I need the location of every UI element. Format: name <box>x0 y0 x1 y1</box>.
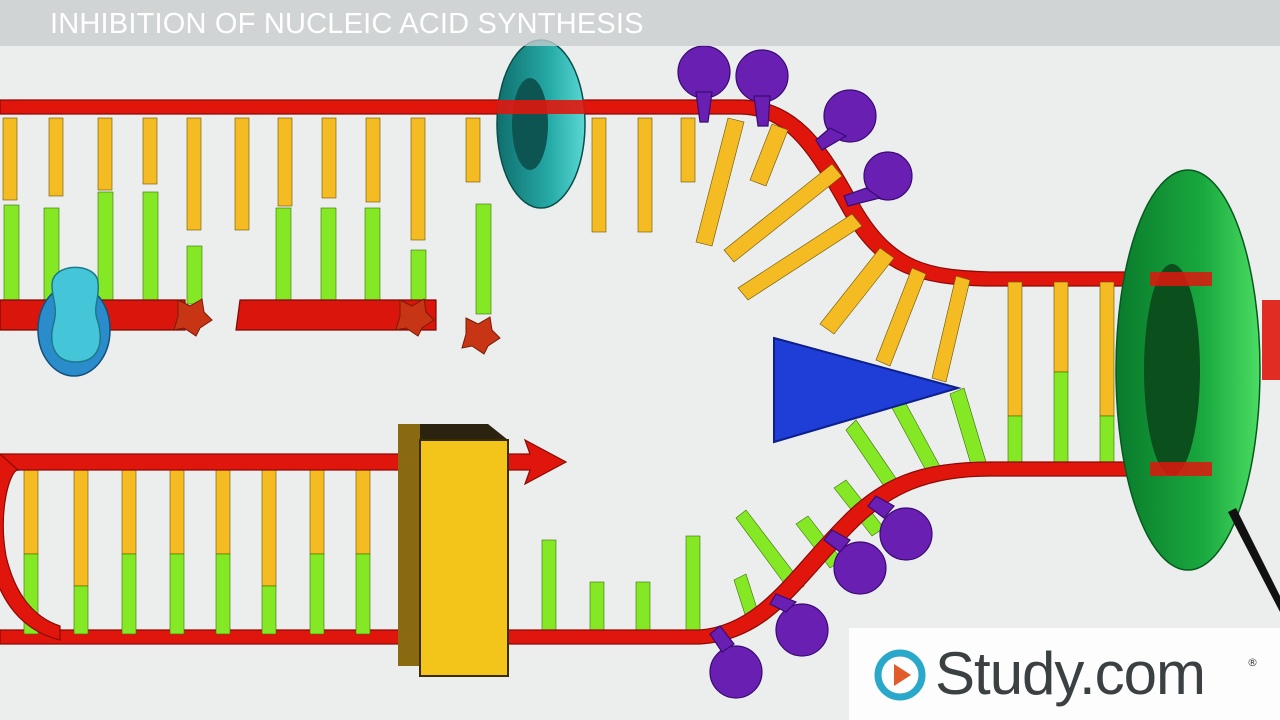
helicase-ring <box>1115 169 1280 571</box>
title-bar: INHIBITION OF NUCLEIC ACID SYNTHESIS <box>0 0 1280 46</box>
binding-protein <box>823 529 887 595</box>
binding-proteins <box>677 45 933 699</box>
upper-yellow-bases <box>2 117 696 241</box>
upper-left-duplex <box>0 99 1231 377</box>
slide-title: INHIBITION OF NUCLEIC ACID SYNTHESIS <box>50 8 644 40</box>
binding-protein <box>843 151 913 207</box>
pointer-line <box>1228 508 1280 612</box>
polymerase-block <box>398 424 509 677</box>
lower-fork-strand <box>0 461 1211 645</box>
binding-protein <box>815 89 877 151</box>
play-circle-icon <box>874 649 926 701</box>
binding-protein <box>867 495 933 561</box>
small-enzyme <box>37 266 111 377</box>
binding-protein <box>735 49 789 127</box>
upper-backbone-strand <box>0 99 1231 287</box>
binding-protein <box>769 593 829 657</box>
registered-mark: ® <box>1247 656 1258 669</box>
leading-strand-arrow <box>0 438 568 486</box>
study-com-logo-text: Study.com <box>935 640 1206 707</box>
binding-protein <box>709 625 763 699</box>
study-com-watermark: Study.com ® <box>849 628 1280 720</box>
star-markers <box>173 298 501 355</box>
binding-protein <box>677 45 731 123</box>
strand-loop <box>0 453 61 641</box>
upper-green-bases <box>3 191 492 315</box>
inhibitor-triangle <box>773 336 962 444</box>
fork-lower-bases <box>541 387 987 637</box>
primase-ring <box>496 39 586 209</box>
fork-upper-bases <box>695 117 971 383</box>
